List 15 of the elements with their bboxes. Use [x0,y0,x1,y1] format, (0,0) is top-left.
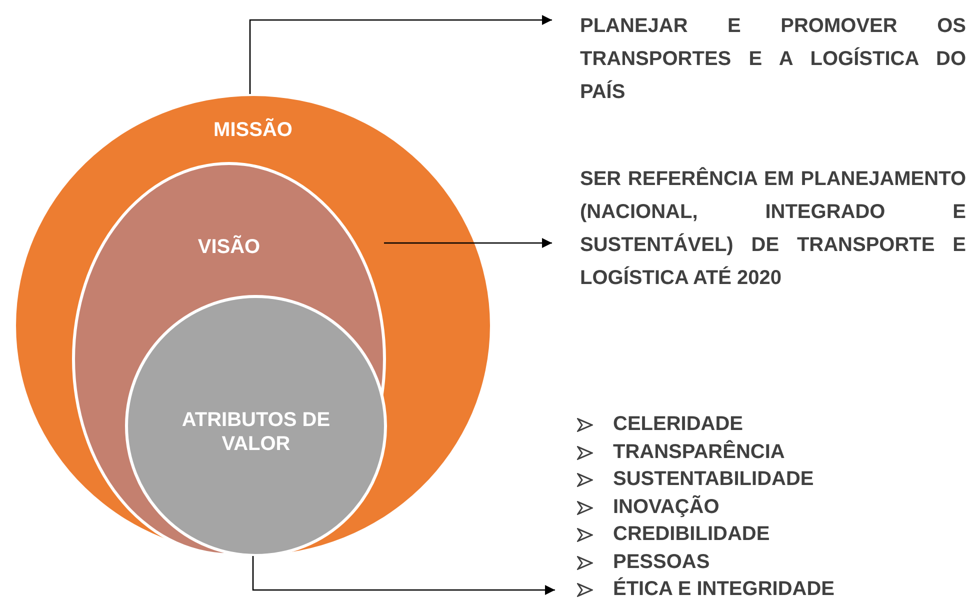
list-item: PESSOAS [613,550,710,572]
list-item: INOVAÇÃO [613,496,720,518]
list-item: CREDIBILIDADE [613,523,770,545]
list-item: ÉTICA E INTEGRIDADE [613,578,834,600]
list-item: SUSTENTABILIDADE [613,468,814,490]
statement-text: PLANEJAR E PROMOVER OS TRANSPORTES E A LOGÍSTICA DO PAÍS [580,10,966,109]
list-item: TRANSPARÊNCIA [613,440,785,462]
circle-label: ATRIBUTOS DE VALOR [180,408,332,456]
statement-text: SER REFERÊNCIA EM PLANEJAMENTO (NACIONAL, INTEGRADO E SUSTENTÁVEL) DE TRANSPORTE E LOGÍSTICA ATÉ 2020 [580,163,966,295]
arrow [384,238,552,248]
circle-label: VISÃO [196,235,262,259]
arrow [249,15,552,94]
circle-label: MISSÃO [212,118,294,142]
arrow [252,556,555,595]
list-item: CELERIDADE [613,413,744,435]
